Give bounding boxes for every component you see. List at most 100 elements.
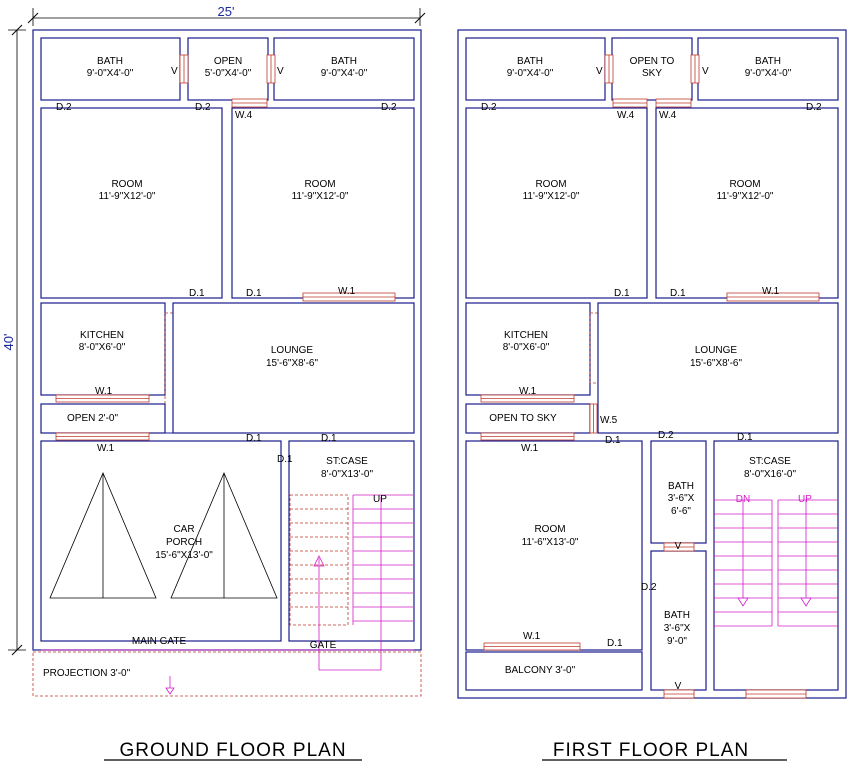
ff-room-right-size: 11'-9"X12'-0" (717, 191, 774, 202)
car-right-icon (170, 471, 278, 599)
ff-window-tag: W.1 (762, 286, 780, 297)
gf-room-right-size: 11'-9"X12'-0" (292, 191, 349, 202)
ff-room-left (465, 107, 648, 299)
gf-room-right-name: ROOM (304, 179, 335, 190)
gf-window-tag: W.4 (235, 110, 253, 121)
gf-door-tag: D.1 (277, 454, 293, 465)
ff-staircase-name: ST:CASE (749, 456, 791, 467)
ff-room-bottom-name: ROOM (534, 524, 565, 535)
ff-window-tag: W.4 (617, 110, 635, 121)
ff-lounge-name: LOUNGE (695, 345, 738, 356)
ff-vent-tag: V (675, 681, 682, 692)
gf-door-tag: D.1 (189, 288, 205, 299)
first-floor-plan: BATH 9'-0"X4'-0" OPEN TO SKY BATH 9'-0"X… (457, 29, 847, 699)
ff-room-right (655, 107, 839, 299)
gf-stair-treads (289, 494, 413, 671)
gf-projection (32, 651, 422, 697)
ff-bath-mid (650, 440, 707, 544)
gf-bath-left-size: 9'-0"X4'-0" (87, 68, 134, 79)
gf-door-tag: D.2 (381, 102, 397, 113)
ff-open-to-sky-top-2: SKY (642, 68, 662, 79)
ff-bath-left-name: BATH (517, 56, 543, 67)
gf-door-tag: D.1 (321, 433, 337, 444)
width-label: 25' (218, 4, 235, 19)
ff-bath-mid-name: BATH (668, 481, 694, 492)
ff-open-to-sky-top-1: OPEN TO (630, 56, 675, 67)
ff-kitchen-size: 8'-0"X6'-0" (503, 342, 550, 353)
gf-kitchen-name: KITCHEN (80, 330, 124, 341)
gf-staircase-up: UP (373, 494, 387, 505)
ff-kitchen-name: KITCHEN (504, 330, 548, 341)
ff-door-tag: D.1 (607, 638, 623, 649)
height-dimension: 40' (1, 24, 26, 656)
ff-lounge-size: 15'-6"X8'-6" (690, 358, 743, 369)
ff-door-tag: D.2 (806, 102, 822, 113)
gf-open-name: OPEN (214, 56, 242, 67)
gf-open-size: 5'-0"X4'-0" (205, 68, 252, 79)
ff-staircase-dn: DN (736, 494, 750, 505)
gf-staircase-name: ST:CASE (326, 456, 368, 467)
gf-door-tag: D.2 (195, 102, 211, 113)
ff-balcony (465, 651, 643, 691)
ff-window-tag: W.4 (659, 110, 677, 121)
ff-balcony-label: BALCONY 3'-0" (505, 665, 576, 676)
ff-outer-wall (457, 29, 847, 699)
gf-door-tag: D.1 (246, 288, 262, 299)
height-label: 40' (1, 334, 16, 351)
ff-room-bottom-size: 11'-6"X13'-0" (522, 537, 579, 548)
gf-lounge-size: 15'-6"X8'-6" (266, 358, 319, 369)
gf-main-gate-label: MAIN GATE (132, 636, 187, 647)
ff-room-right-name: ROOM (729, 179, 760, 190)
first-floor-title: FIRST FLOOR PLAN (553, 740, 749, 761)
gf-lounge-name: LOUNGE (271, 345, 314, 356)
ff-door-tag: D.2 (641, 582, 657, 593)
gf-window-tag: W.1 (338, 286, 356, 297)
ff-stair-treads (714, 499, 838, 627)
ff-door-tag: D.1 (670, 288, 686, 299)
ff-staircase-up: UP (798, 494, 812, 505)
width-dimension: 25' (27, 4, 426, 26)
gf-car-porch-name2: PORCH (166, 537, 202, 548)
ff-window-tag: W.1 (523, 631, 541, 642)
gf-window-tag: W.1 (95, 386, 113, 397)
ff-bath-left-size: 9'-0"X4'-0" (507, 68, 554, 79)
gf-room-left-name: ROOM (111, 179, 142, 190)
ff-window-tag: W.1 (521, 443, 539, 454)
gf-staircase (288, 440, 415, 642)
ff-bath-low-size2: 9'-0" (667, 636, 687, 647)
plan-titles: GROUND FLOOR PLAN FIRST FLOOR PLAN (104, 740, 787, 761)
ff-vent-right-tag: V (702, 66, 709, 77)
gf-bath-left-name: BATH (97, 56, 123, 67)
gf-car-porch-size: 15'-6"X13'-0" (155, 550, 213, 561)
ff-room-left-size: 11'-9"X12'-0" (523, 191, 580, 202)
ff-open-to-sky-label: OPEN TO SKY (489, 413, 557, 424)
gf-vent-left-tag: V (171, 66, 178, 77)
ff-bath-right-name: BATH (755, 56, 781, 67)
ff-door-tag: D.2 (658, 430, 674, 441)
gf-staircase-size: 8'-0"X13'-0" (321, 469, 374, 480)
ff-bath-low-name: BATH (664, 610, 690, 621)
gf-gate-label: GATE (310, 640, 337, 651)
gf-lounge (172, 302, 415, 434)
ff-window-tag: W.1 (519, 386, 537, 397)
gf-bath-right-name: BATH (331, 56, 357, 67)
ff-vent-tag: V (675, 541, 682, 552)
gf-open-strip-label: OPEN 2'-0" (67, 413, 118, 424)
car-left-icon (49, 471, 157, 599)
ff-bath-mid-size2: 6'-6" (671, 506, 691, 517)
ff-door-tag: D.2 (481, 102, 497, 113)
gf-projection-label: PROJECTION 3'-0" (43, 668, 131, 679)
gf-room-right (231, 107, 415, 299)
ff-staircase-size: 8'-0"X16'-0" (744, 469, 797, 480)
gf-kitchen-size: 8'-0"X6'-0" (79, 342, 126, 353)
ff-bath-low-size1: 3'-6"X (664, 623, 691, 634)
ff-room-left-name: ROOM (535, 179, 566, 190)
gf-vent-right-tag: V (277, 66, 284, 77)
ff-door-tag: D.1 (737, 432, 753, 443)
gf-bath-right-size: 9'-0"X4'-0" (321, 68, 368, 79)
ground-floor-title: GROUND FLOOR PLAN (119, 740, 346, 761)
gf-window-tag: W.1 (97, 443, 115, 454)
ff-door-tag: D.1 (605, 435, 621, 446)
gf-car-porch (40, 440, 282, 642)
